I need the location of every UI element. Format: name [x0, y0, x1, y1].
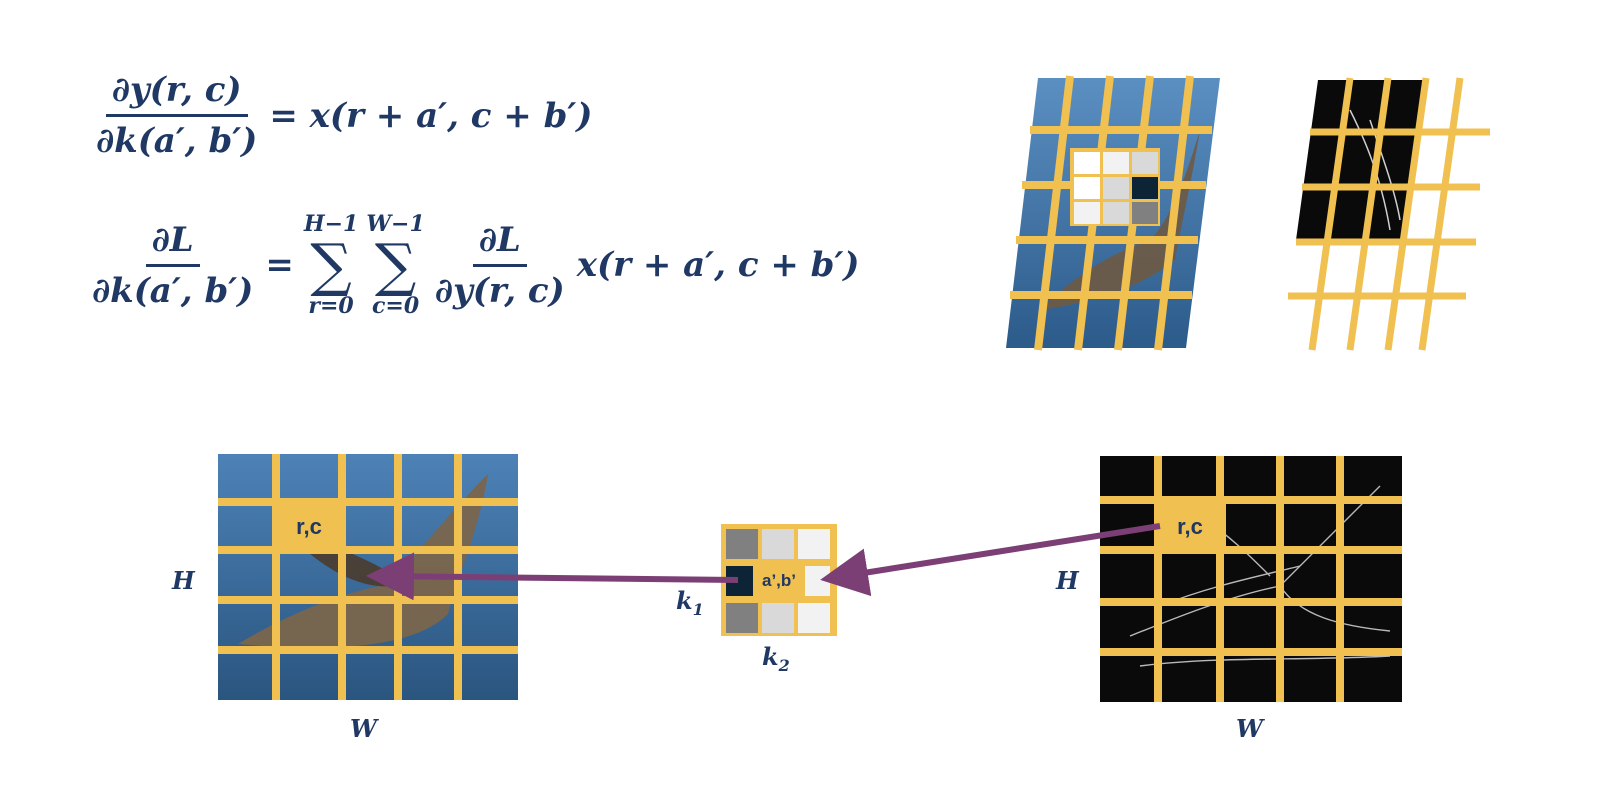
output-grid [1100, 456, 1402, 702]
kernel-cell [762, 603, 794, 633]
top-right-kernel-cell [1132, 152, 1158, 174]
arrow-output-to-kernel [820, 523, 1161, 597]
equation-2-inner-fraction: ∂L ∂y(r, c) [429, 220, 571, 311]
kernel-cell-label: a’,b’ [762, 571, 796, 590]
top-right-kernel-cell [1074, 202, 1100, 224]
output-height-label: H [1056, 566, 1079, 595]
kernel-k2-label: k2 [762, 642, 790, 675]
equation-2-fraction: ∂L ∂k(a′, b′) [86, 220, 259, 311]
skewed-input-image [1006, 75, 1220, 351]
sum-over-cols-upper: W−1 [366, 211, 425, 237]
kernel-k1-label: k1 [676, 586, 704, 619]
output-width-label: W [1236, 714, 1263, 743]
k1-subscript: 1 [692, 599, 704, 619]
top-right-kernel-cell [1132, 177, 1158, 199]
top-right-kernel [1070, 148, 1160, 226]
output-highlight-cell [1154, 504, 1226, 550]
top-right-kernel-cell [1103, 152, 1129, 174]
input-width-label: W [350, 714, 377, 743]
equation-2-inner-numerator: ∂L [472, 220, 527, 267]
top-right-kernel-cell [1132, 202, 1158, 224]
equation-1-fraction: ∂y(r, c) ∂k(a′, b′) [90, 70, 263, 161]
sum-over-rows-upper: H−1 [303, 211, 359, 237]
k2-subscript: 2 [778, 655, 790, 675]
skewed-output-image [1288, 77, 1490, 351]
kernel-cell [798, 603, 830, 633]
sum-over-rows: H−1 ∑ r=0 [304, 212, 359, 318]
sum-over-cols: W−1 ∑ c=0 [366, 212, 424, 318]
top-right-kernel-cell [1103, 177, 1129, 199]
top-right-kernel-cell [1074, 152, 1100, 174]
output-cell-label: r,c [1177, 514, 1203, 539]
kernel-highlight-cell [753, 560, 805, 600]
equation-1-rhs: = x(r + a′, c + b′) [269, 95, 593, 136]
kernel-cells [726, 529, 830, 633]
sigma-symbol: ∑ [310, 231, 352, 299]
input-height-label: H [172, 566, 195, 595]
equation-2: ∂L ∂k(a′, b′) = H−1 ∑ r=0 W−1 ∑ c=0 ∂L ∂… [86, 212, 866, 318]
equation-2-numerator: ∂L [145, 220, 200, 267]
skewed-output-grid [1288, 77, 1490, 351]
kernel-grid: a’,b’ [721, 524, 837, 636]
skewed-dark-photo [1296, 80, 1426, 240]
top-right-kernel-cell [1074, 177, 1100, 199]
sum-over-rows-lower: r=0 [308, 293, 354, 319]
bird-shape [1040, 130, 1200, 310]
arrow-kernel-to-input [366, 552, 739, 601]
kernel-cell [726, 603, 758, 633]
equation-1-denominator: ∂k(a′, b′) [96, 121, 258, 161]
k2-letter: k [762, 642, 779, 671]
equation-1-numerator: ∂y(r, c) [105, 70, 248, 117]
output-image: r,c [1100, 456, 1402, 702]
input-highlight-cell [272, 498, 346, 554]
pelican-body [238, 474, 488, 648]
input-cell-label: r,c [296, 514, 322, 539]
equation-1: ∂y(r, c) ∂k(a′, b′) = x(r + a′, c + b′) [90, 70, 598, 161]
equation-2-denominator: ∂k(a′, b′) [92, 270, 254, 311]
top-right-kernel-cell [1103, 202, 1129, 224]
kernel-cell [726, 529, 758, 559]
equation-2-inner-denominator: ∂y(r, c) [434, 270, 565, 311]
equation-2-equals: = [265, 245, 294, 285]
sigma-symbol: ∑ [374, 231, 417, 299]
kernel-cell [762, 529, 794, 559]
equation-2-rhs: x(r + a′, c + b′) [576, 245, 860, 285]
sum-over-cols-lower: c=0 [372, 293, 420, 319]
k1-letter: k [676, 586, 693, 615]
